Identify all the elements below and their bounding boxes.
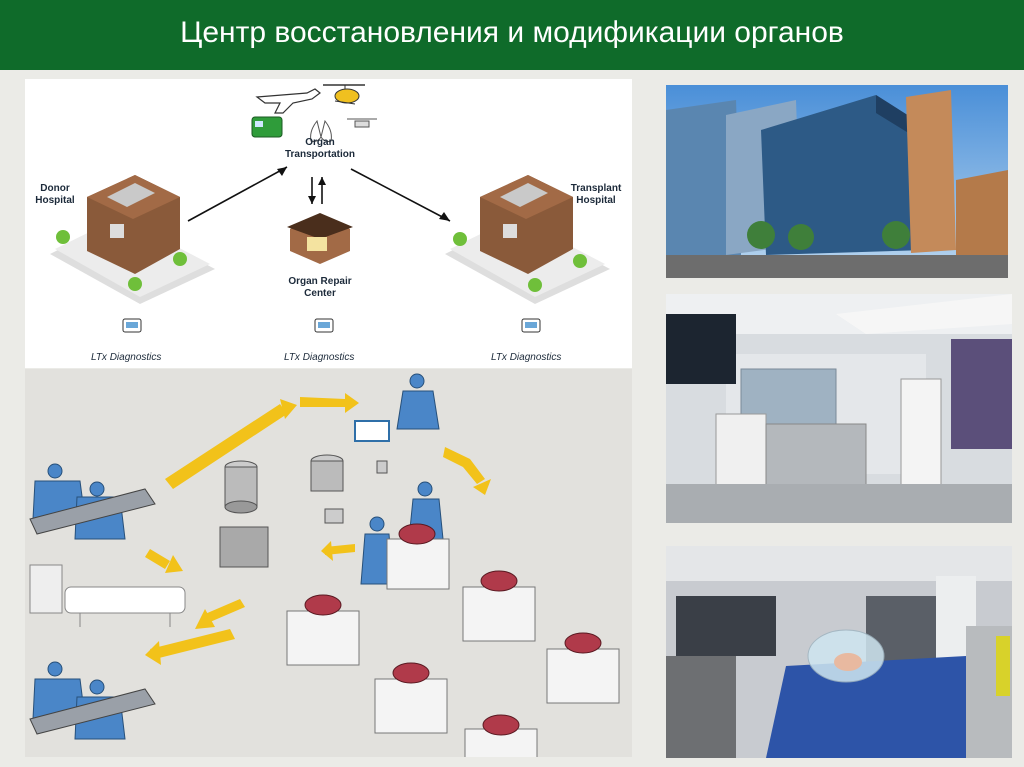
monitor-icon bbox=[314, 318, 334, 333]
helicopter-icon bbox=[323, 84, 365, 105]
donor-hospital-building bbox=[50, 175, 215, 304]
transplant-hospital-building bbox=[445, 175, 610, 304]
monitor-icon bbox=[521, 318, 541, 333]
repair-center-building bbox=[287, 213, 353, 264]
diagnostics-label: LTx Diagnostics bbox=[91, 352, 162, 363]
airplane-icon bbox=[255, 88, 321, 114]
title-bar: Центр восстановления и модификации орган… bbox=[0, 0, 1024, 70]
repair-center-label: Organ Repair Center bbox=[288, 276, 352, 299]
organ-flow-diagram: Donor Hospital Organ Transportation Orga… bbox=[25, 79, 632, 368]
organ-perfusion-station bbox=[286, 538, 620, 757]
drone-icon bbox=[347, 118, 377, 128]
surgeon-figure bbox=[32, 373, 444, 740]
patient-bed bbox=[64, 586, 186, 627]
operating-room-photo bbox=[666, 546, 1012, 758]
page-title: Центр восстановления и модификации орган… bbox=[180, 16, 844, 49]
transplant-hospital-label: Transplant Hospital bbox=[570, 183, 622, 206]
ambulance-icon bbox=[251, 116, 283, 138]
diagnostics-label: LTx Diagnostics bbox=[491, 352, 562, 363]
city-building-photo bbox=[666, 85, 1008, 278]
donor-hospital-label: Donor Hospital bbox=[35, 183, 75, 206]
transportation-label: Organ Transportation bbox=[284, 137, 355, 160]
organ-repair-workflow-illustration bbox=[25, 369, 632, 757]
diagnostics-label: LTx Diagnostics bbox=[284, 352, 355, 363]
organ-lab-photo bbox=[666, 294, 1012, 523]
storage-tank bbox=[219, 454, 388, 568]
monitor-icon bbox=[122, 318, 142, 333]
lungs-icon bbox=[310, 119, 332, 142]
